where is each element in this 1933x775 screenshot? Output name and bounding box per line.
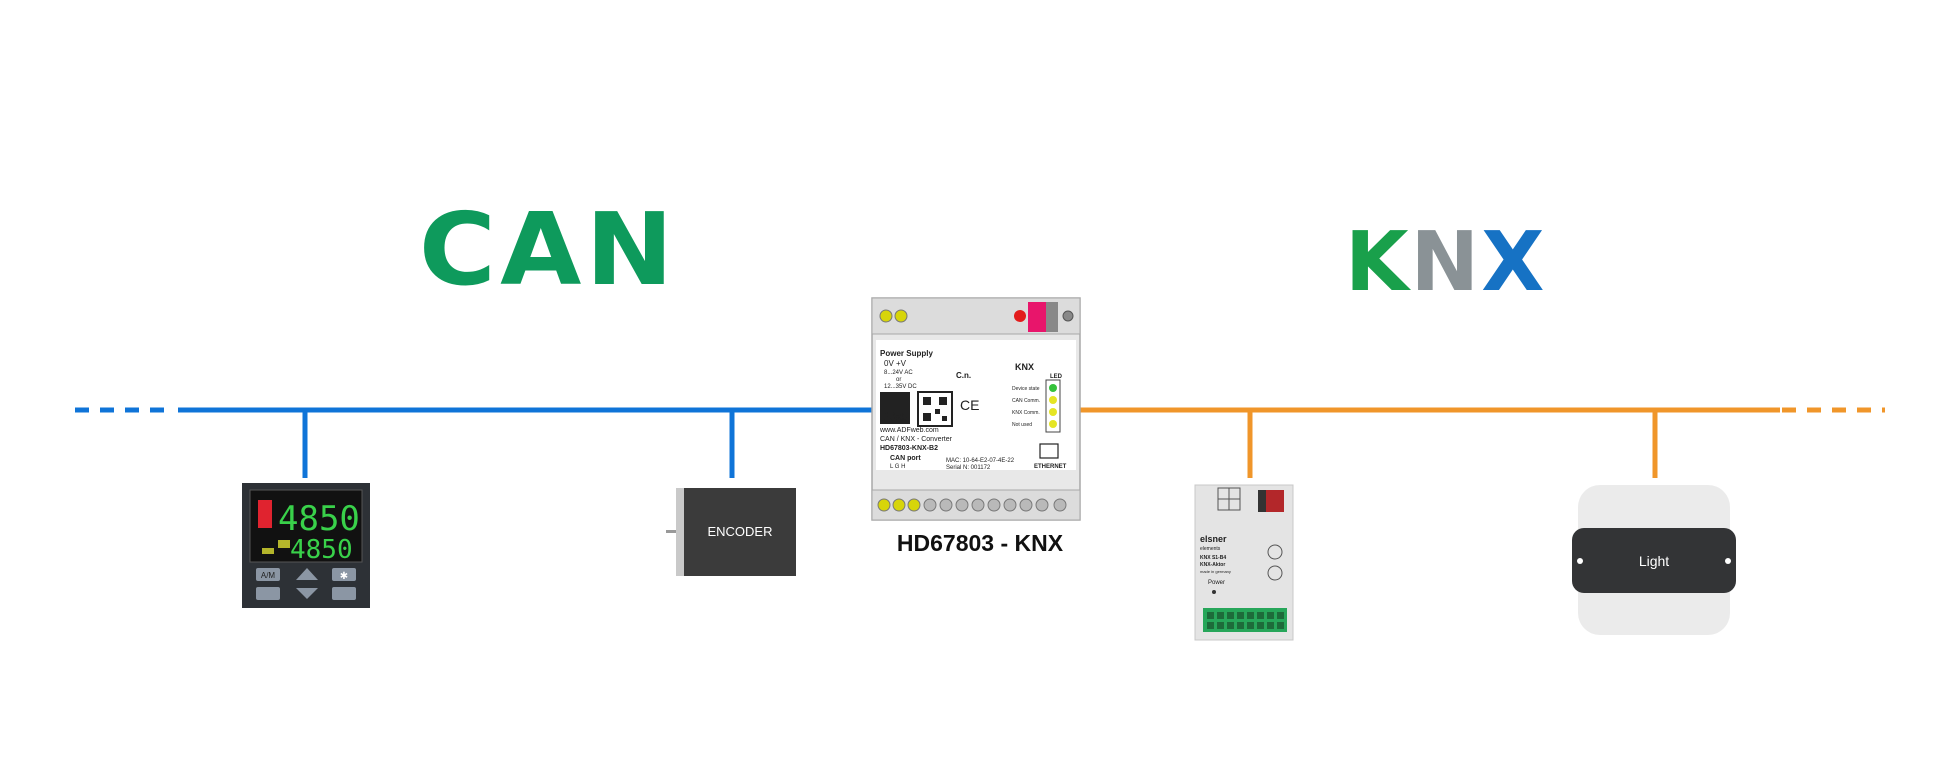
ce-mark-icon: CE <box>960 397 979 413</box>
encoder-device: ENCODER <box>666 488 796 576</box>
gateway-panel-text: CAN / KNX - Converter <box>880 436 953 443</box>
up-arrow-icon <box>296 568 318 580</box>
gateway-device: Power Supply 0V +V 8...24V AC or 12...35… <box>871 297 1081 521</box>
encoder-label: ENCODER <box>707 524 772 539</box>
gateway-panel-text: Serial N: 001172 <box>946 465 991 471</box>
gateway-panel-text: ETHERNET <box>1034 464 1067 470</box>
gateway-panel-text: Not used <box>1012 422 1032 428</box>
light-device: Light <box>1572 485 1736 635</box>
gateway-panel-text: KNX S1-B4 <box>1200 555 1226 561</box>
gateway-panel-text: HD67803-KNX-B2 <box>880 445 938 452</box>
gateway-panel-text: Power Supply <box>880 349 933 358</box>
gateway-panel-text: L G H <box>890 464 905 470</box>
gateway-panel-text: C.n. <box>956 371 971 380</box>
controller-display-top: 4850 <box>278 499 360 539</box>
led-knx-comm <box>1049 408 1057 416</box>
gateway-panel-text: 12...35V DC <box>884 384 917 390</box>
knx-actuator-device: elsner elements KNX S1-B4 KNX-Aktor made… <box>1194 484 1294 641</box>
controller-am-key: A/M <box>261 571 276 580</box>
gateway-panel-text: MAC: 10-64-E2-07-4E-22 <box>946 458 1015 464</box>
gateway-panel-text: LED <box>1050 374 1063 380</box>
gateway-caption: HD67803 - KNX <box>896 530 1064 556</box>
can-logo: CAN <box>418 191 678 308</box>
can-bus-line <box>75 407 872 478</box>
gateway-panel-text: 8...24V AC <box>884 370 913 376</box>
gateway-panel-text: 0V +V <box>884 359 907 368</box>
adfweb-logo: ADF web <box>883 409 907 423</box>
knx-logo-k: K <box>1345 215 1411 310</box>
led-device-state <box>1049 384 1057 392</box>
ethernet-port-icon <box>1039 443 1059 459</box>
knx-logo-x: X <box>1481 215 1547 310</box>
led-not-used <box>1049 420 1057 428</box>
gateway-panel-text: elsner <box>1200 534 1227 544</box>
down-arrow-icon <box>296 588 318 599</box>
knx-logo: KNX <box>1345 222 1546 304</box>
gateway-panel-text: made in germany <box>1200 569 1231 574</box>
gateway-panel-text: elements <box>1200 546 1221 552</box>
led-can-comm <box>1049 396 1057 404</box>
light-label: Light <box>1639 553 1669 569</box>
gateway-terminals <box>877 498 1067 512</box>
knx-bus-line <box>1080 407 1885 478</box>
controller-device: 4850 4850 A/M ✱ <box>242 483 370 608</box>
gateway-panel-text: www.ADFweb.com <box>879 427 939 434</box>
gateway-panel-text: CAN port <box>890 455 921 462</box>
gateway-panel-text: or <box>896 377 901 383</box>
gateway-panel-text: KNX-Aktor <box>1200 562 1225 568</box>
gateway-panel-text: KNX Comm. <box>1012 410 1040 416</box>
controller-display-bottom: 4850 <box>290 535 353 565</box>
terminal-block <box>1203 608 1287 632</box>
knx-logo-n: N <box>1410 215 1482 310</box>
gateway-panel-text: Power <box>1208 580 1225 586</box>
gateway-panel-text: CAN Comm. <box>1012 398 1040 404</box>
gateway-panel-text: Device state <box>1012 386 1040 392</box>
star-icon: ✱ <box>340 571 348 582</box>
gateway-panel-text: KNX <box>1015 362 1034 372</box>
